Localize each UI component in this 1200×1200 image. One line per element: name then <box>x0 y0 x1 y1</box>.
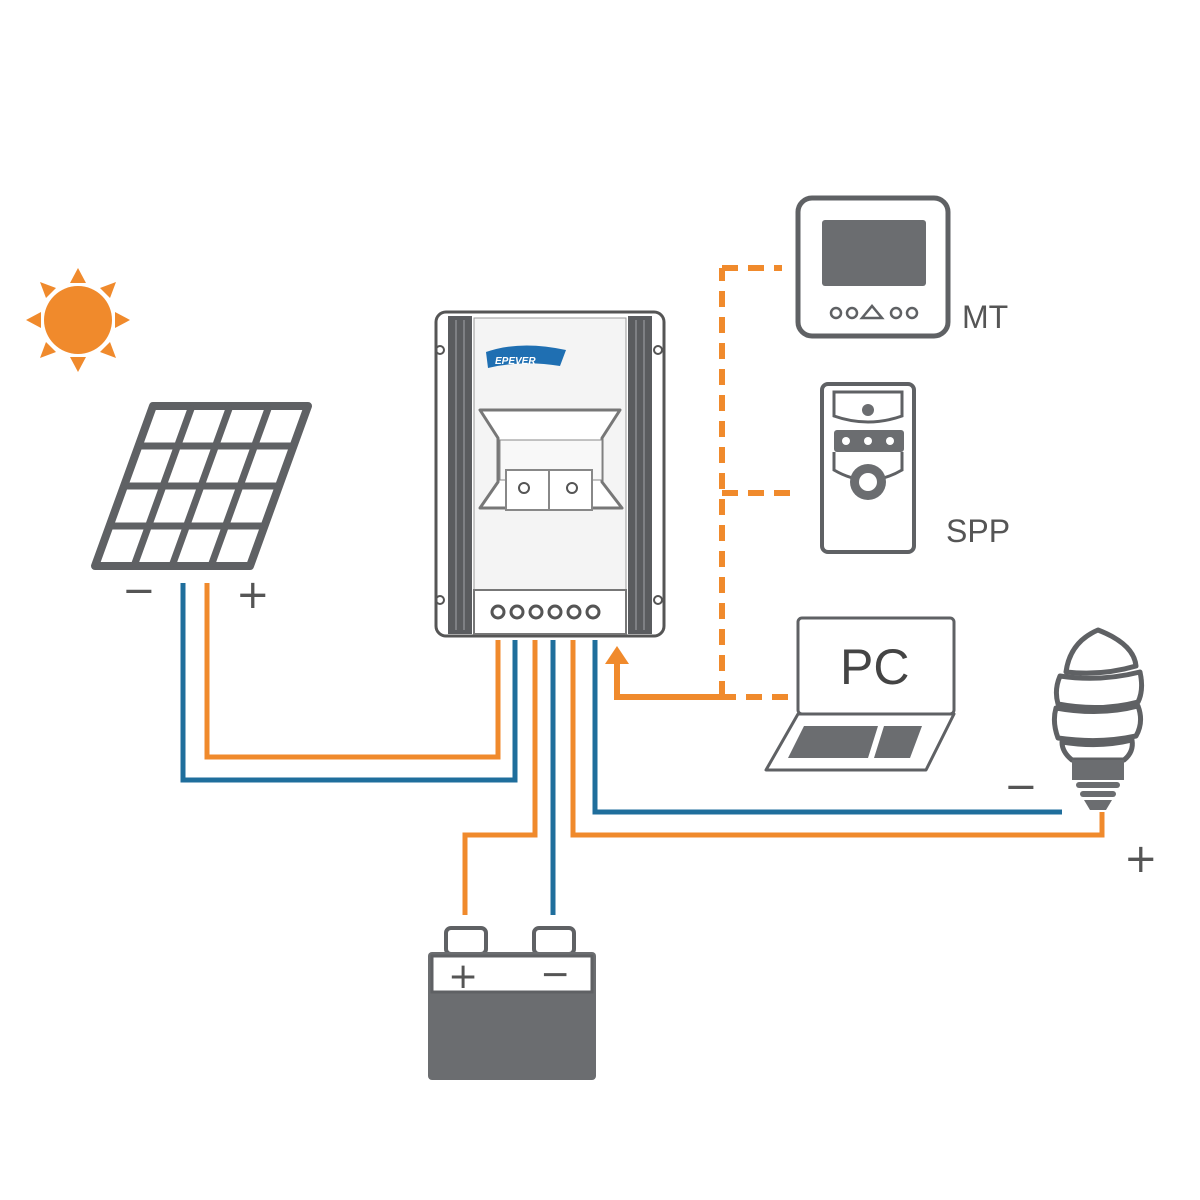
laptop-icon <box>764 616 956 772</box>
panel-minus-sign: − <box>122 568 156 614</box>
spp-label: SPP <box>946 513 1010 549</box>
battery-icon <box>428 926 596 1080</box>
sun-icon <box>26 268 130 372</box>
load-plus-sign: + <box>1124 836 1158 882</box>
load-negative-wire <box>592 640 1062 815</box>
battery-minus-sign: − <box>540 954 570 995</box>
panel-negative-wire <box>180 583 518 783</box>
panel-positive-wire <box>204 583 501 760</box>
comm-arrow <box>605 646 629 664</box>
comm-wire <box>614 660 720 700</box>
remote-meter-icon <box>795 195 951 339</box>
load-positive-wire <box>570 640 1105 838</box>
brand-logo: EPEVER <box>486 345 566 368</box>
pc-label: PC <box>840 639 909 695</box>
wires <box>180 265 1105 915</box>
brand-name: EPEVER <box>495 356 536 367</box>
solar-panel-icon <box>91 402 312 570</box>
mt-label: MT <box>962 299 1008 335</box>
charge-controller-icon: EPEVER <box>434 310 666 638</box>
load-minus-sign: − <box>1004 764 1038 810</box>
battery-positive-wire <box>462 640 538 915</box>
spp-device-icon <box>820 382 916 554</box>
light-bulb-icon <box>1051 627 1145 810</box>
battery-plus-sign: + <box>448 956 478 997</box>
panel-plus-sign: + <box>236 572 270 618</box>
